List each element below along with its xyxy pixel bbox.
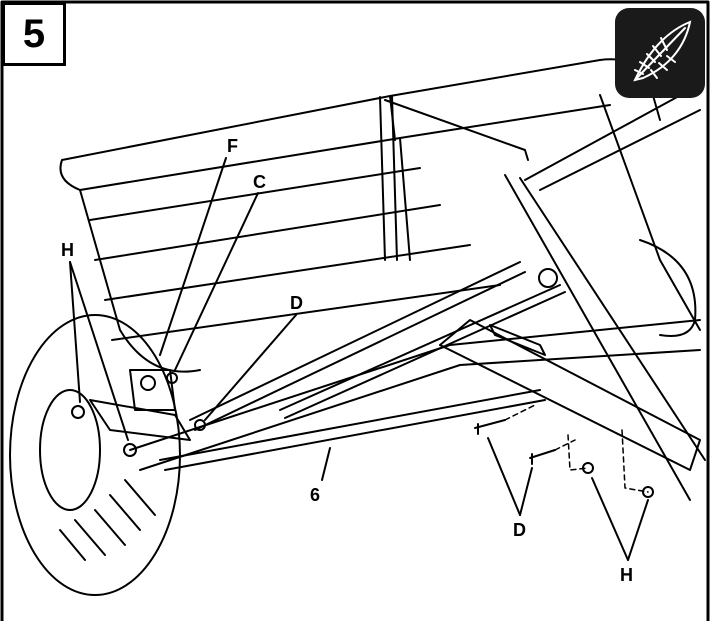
leader-h-bottom-2 xyxy=(627,499,649,561)
callout-h-bottom: H xyxy=(620,565,633,585)
pivot-c xyxy=(166,372,178,384)
leader-h-left-1 xyxy=(69,261,81,403)
bolt-f xyxy=(140,375,156,391)
bolt-d-bottom-1 xyxy=(474,419,506,435)
control-rod xyxy=(189,261,526,431)
handle-tube-right xyxy=(599,94,701,331)
callout-f: F xyxy=(227,136,238,156)
guide-lines xyxy=(504,404,649,493)
leader-d-bottom-1 xyxy=(487,437,521,516)
leader-h-left-2 xyxy=(69,261,129,441)
leader-6 xyxy=(321,447,331,481)
leader-d-top xyxy=(204,314,297,421)
wheel-tread xyxy=(59,479,156,561)
left-bracket-2 xyxy=(129,369,176,411)
nut-right-2 xyxy=(642,486,654,498)
hopper-divider xyxy=(379,95,529,261)
step-number: 5 xyxy=(22,11,46,56)
leader-h-bottom-1 xyxy=(591,477,629,561)
bracket-arm xyxy=(439,319,701,471)
leader-c xyxy=(174,192,259,371)
callout-h-left: H xyxy=(61,240,74,260)
nut-left-2 xyxy=(123,443,137,457)
wheel-right xyxy=(639,239,697,337)
callout-six: 6 xyxy=(310,485,321,505)
wheel-left xyxy=(9,314,181,596)
bracket-slot xyxy=(489,324,546,356)
wheel-left-hub xyxy=(39,389,101,511)
bolt-d-top xyxy=(194,419,206,431)
tow-bar xyxy=(129,319,701,471)
bolt-d-bottom-2 xyxy=(529,449,556,465)
callout-d-bottom: D xyxy=(513,520,526,540)
callout-d-top: D xyxy=(290,293,303,313)
handle-tube-vertical xyxy=(504,174,706,501)
hopper-ribs xyxy=(89,95,501,341)
handle-tube-upper xyxy=(524,89,701,191)
hopper-rim xyxy=(59,58,661,373)
callout-c: C xyxy=(253,172,266,192)
feather-icon xyxy=(615,8,705,98)
control-rod-2 xyxy=(279,284,566,419)
leader-f xyxy=(159,157,227,356)
nut-left-1 xyxy=(71,405,85,419)
rod-end xyxy=(538,268,558,288)
tow-bar-lower xyxy=(159,389,546,471)
leader-d-bottom-2 xyxy=(519,467,533,516)
step-number-box: 5 xyxy=(2,2,66,66)
